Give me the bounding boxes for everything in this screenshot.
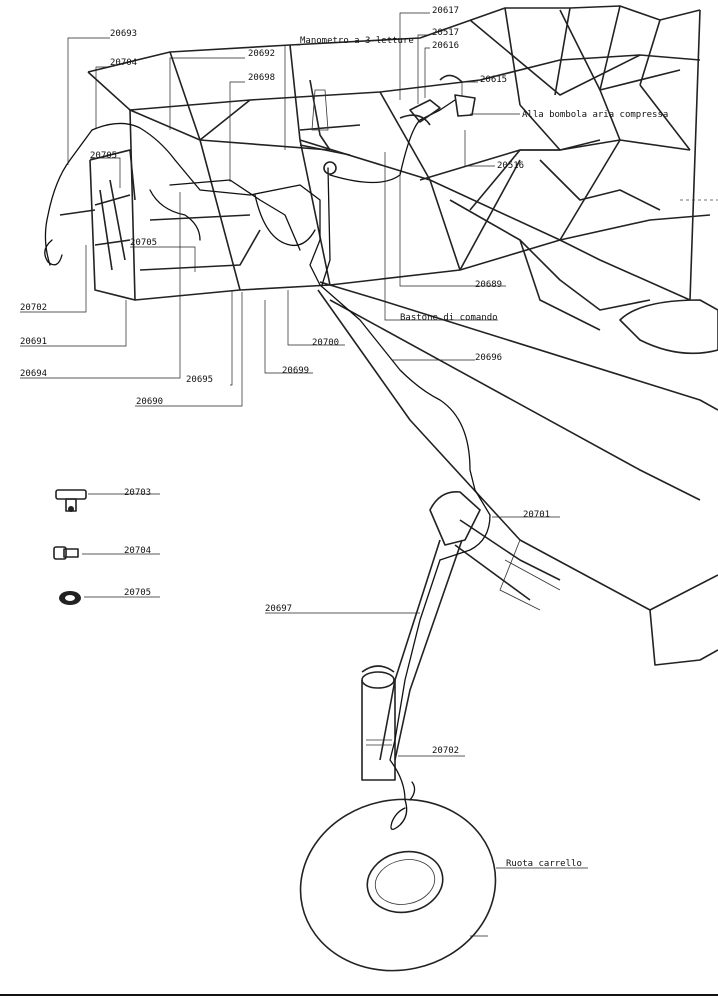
label-20703: 20703 xyxy=(124,488,151,498)
label-20704-lower: 20704 xyxy=(124,546,151,556)
label-20698: 20698 xyxy=(248,73,275,83)
label-ruota: Ruota carrello xyxy=(506,859,582,869)
label-bastone: Bastone di comando xyxy=(400,313,498,323)
label-20516: 20516 xyxy=(497,161,524,171)
callout-labels: 20693 20704 20692 20698 Manometro a 3 le… xyxy=(20,6,668,869)
label-bombola: Alla bombola aria compressa xyxy=(522,110,668,120)
label-20704-upper: 20704 xyxy=(110,58,137,68)
label-20701: 20701 xyxy=(523,510,550,520)
label-20702-upper: 20702 xyxy=(20,303,47,313)
label-20692: 20692 xyxy=(248,49,275,59)
label-20705-lower: 20705 xyxy=(124,588,151,598)
label-20699: 20699 xyxy=(282,366,309,376)
label-20517: 20517 xyxy=(432,28,459,38)
label-20691: 20691 xyxy=(20,337,47,347)
fuselage-frame xyxy=(59,5,711,331)
label-20695: 20695 xyxy=(186,375,213,385)
seat-cushion xyxy=(619,299,718,355)
label-20694: 20694 xyxy=(20,369,47,379)
label-20616: 20616 xyxy=(432,41,459,51)
label-20615: 20615 xyxy=(480,75,507,85)
landing-gear-strut xyxy=(361,491,561,781)
wheel xyxy=(299,798,497,972)
label-20690: 20690 xyxy=(136,397,163,407)
leader-lines xyxy=(20,12,588,937)
label-20700: 20700 xyxy=(312,338,339,348)
label-20705-upper: 20705 xyxy=(90,151,117,161)
brake-lines xyxy=(44,99,491,830)
label-20696: 20696 xyxy=(475,353,502,363)
part-20703-tee-fitting xyxy=(55,489,87,512)
manometer-assembly xyxy=(323,74,476,175)
label-20705-middle: 20705 xyxy=(130,238,157,248)
gear-fairing xyxy=(317,281,718,666)
label-20702-lower: 20702 xyxy=(432,746,459,756)
part-20705-nut-fitting xyxy=(59,591,81,605)
label-20617: 20617 xyxy=(432,6,459,16)
label-20689: 20689 xyxy=(475,280,502,290)
label-manometro: Manometro a 3 letture xyxy=(300,36,414,46)
label-20693: 20693 xyxy=(110,29,137,39)
part-20704-union-fitting xyxy=(53,546,79,560)
label-20697: 20697 xyxy=(265,604,292,614)
